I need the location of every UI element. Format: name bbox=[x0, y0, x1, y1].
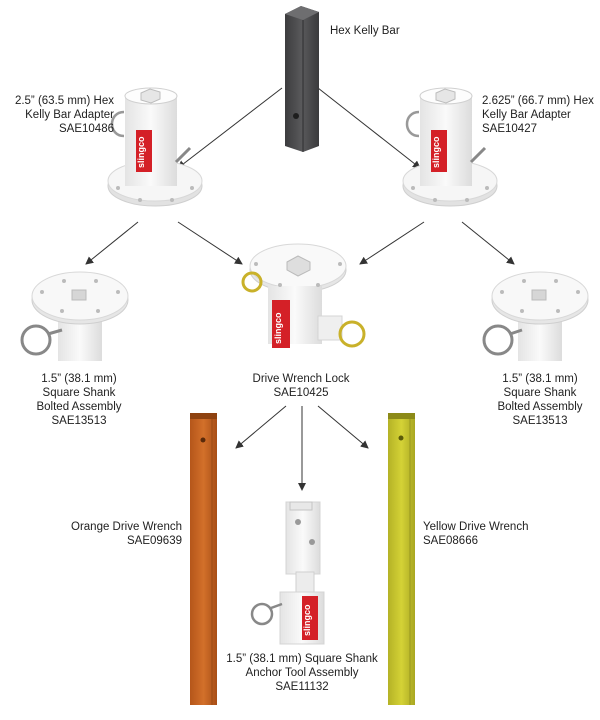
orange-drive-wrench-name: Orange Drive Wrench bbox=[71, 521, 182, 533]
arrow-right-adapter-to-bolted bbox=[461, 221, 515, 265]
arrows bbox=[85, 87, 515, 491]
anchor-tool-line2: Anchor Tool Assembly bbox=[245, 667, 359, 679]
left-adapter-label: 2.5” (63.5 mm) Hex Kelly Bar Adapter SAE… bbox=[0, 94, 114, 136]
arrow-kelly-to-left-adapter bbox=[177, 87, 283, 169]
anchor-tool-line1: 1.5” (38.1 mm) Square Shank bbox=[226, 653, 378, 665]
yellow-drive-wrench-name: Yellow Drive Wrench bbox=[423, 521, 529, 533]
anchor-tool-logo: slingco bbox=[302, 604, 312, 636]
left-bolted-line1: 1.5” (38.1 mm) bbox=[41, 373, 117, 385]
left-adapter-line1: 2.5” (63.5 mm) Hex bbox=[14, 95, 114, 107]
arrow-right-adapter-to-lock bbox=[359, 221, 425, 265]
arrow-lock-to-orange bbox=[235, 405, 287, 449]
left-adapter-line2: Kelly Bar Adapter bbox=[25, 109, 114, 121]
right-adapter-label: 2.625” (66.7 mm) Hex Kelly Bar Adapter S… bbox=[482, 94, 594, 136]
hex-kelly-bar-name: Hex Kelly Bar bbox=[330, 25, 400, 37]
orange-drive-wrench-part-number: SAE09639 bbox=[127, 535, 182, 547]
hex-kelly-bar-label: Hex Kelly Bar bbox=[330, 24, 400, 38]
arrow-lock-to-yellow bbox=[317, 405, 369, 449]
right-adapter-logo: slingco bbox=[431, 136, 441, 168]
drive-wrench-lock-name: Drive Wrench Lock bbox=[252, 373, 350, 385]
hex-kelly-bar-image bbox=[285, 6, 319, 152]
yellow-drive-wrench-image bbox=[388, 413, 415, 705]
left-bolted-assembly-label: 1.5” (38.1 mm) Square Shank Bolted Assem… bbox=[20, 372, 138, 428]
arrow-left-adapter-to-bolted bbox=[85, 221, 139, 265]
right-bolted-assembly-label: 1.5” (38.1 mm) Square Shank Bolted Assem… bbox=[481, 372, 599, 428]
right-adapter-line2: Kelly Bar Adapter bbox=[482, 109, 571, 121]
anchor-tool-assembly-label: 1.5” (38.1 mm) Square Shank Anchor Tool … bbox=[208, 652, 396, 694]
anchor-tool-assembly-image: slingco bbox=[250, 501, 325, 645]
lock-logo: slingco bbox=[273, 312, 283, 344]
orange-drive-wrench-label: Orange Drive Wrench SAE09639 bbox=[40, 520, 182, 548]
yellow-drive-wrench-part-number: SAE08666 bbox=[423, 535, 478, 547]
left-bolted-part-number: SAE13513 bbox=[51, 415, 107, 427]
drive-wrench-lock-part-number: SAE10425 bbox=[273, 387, 329, 399]
arrow-kelly-to-right-adapter bbox=[317, 87, 421, 169]
left-bolted-line3: Bolted Assembly bbox=[36, 401, 122, 413]
right-bolted-part-number: SAE13513 bbox=[512, 415, 568, 427]
right-bolted-line2: Square Shank bbox=[503, 387, 577, 399]
drive-wrench-lock-image: slingco bbox=[241, 243, 366, 348]
left-bolted-line2: Square Shank bbox=[42, 387, 116, 399]
anchor-tool-part-number: SAE11132 bbox=[275, 681, 329, 693]
right-bolted-line1: 1.5” (38.1 mm) bbox=[502, 373, 578, 385]
right-adapter-line1: 2.625” (66.7 mm) Hex bbox=[482, 95, 594, 107]
left-adapter-logo: slingco bbox=[136, 136, 146, 168]
left-adapter-image: slingco bbox=[107, 87, 203, 207]
orange-drive-wrench-image bbox=[190, 413, 217, 705]
right-adapter-part-number: SAE10427 bbox=[482, 123, 537, 135]
right-bolted-assembly-image bbox=[482, 271, 589, 361]
arrow-left-adapter-to-lock bbox=[177, 221, 243, 265]
left-adapter-part-number: SAE10486 bbox=[59, 123, 114, 135]
drive-wrench-lock-label: Drive Wrench Lock SAE10425 bbox=[235, 372, 367, 400]
left-bolted-assembly-image bbox=[20, 271, 129, 361]
right-adapter-image: slingco bbox=[402, 87, 498, 207]
right-bolted-line3: Bolted Assembly bbox=[497, 401, 583, 413]
yellow-drive-wrench-label: Yellow Drive Wrench SAE08666 bbox=[423, 520, 528, 548]
